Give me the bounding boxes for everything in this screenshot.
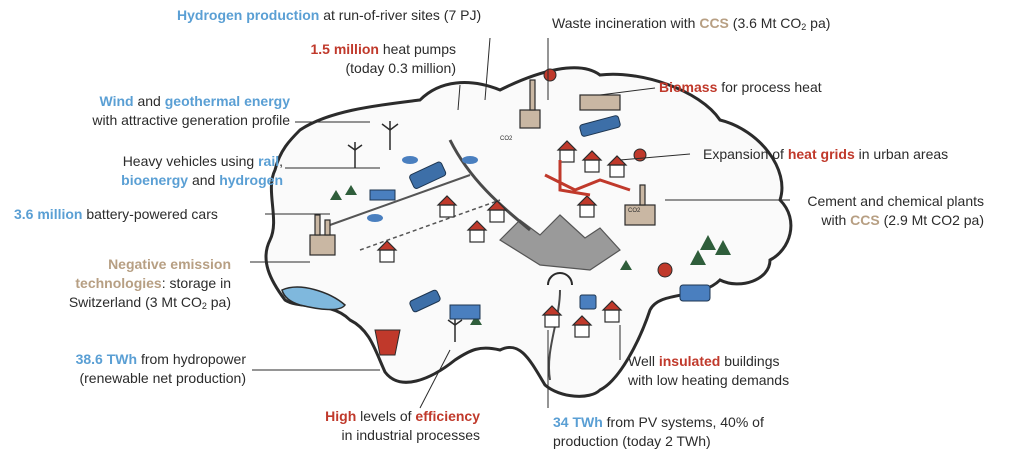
callout-waste-incineration: Waste incineration with CCS (3.6 Mt CO2 … [552,15,831,32]
train-icon [409,161,447,189]
callout-cement-chemical: Cement and chemical plants with CCS (2.9… [807,193,984,228]
callout-hydropower: 38.6 TWh from hydropower (renewable net … [75,351,246,386]
callout-battery-cars: 3.6 million battery-powered cars [14,206,218,222]
leader-lines [250,37,790,409]
tunnel-icon [547,272,573,286]
solar-panel-icon [369,189,396,201]
callout-heat-grids: Expansion of heat grids in urban areas [703,146,949,162]
callout-biomass: Biomass for process heat [659,79,822,95]
house-cluster [376,140,628,338]
lake-illustration [281,286,347,311]
car-icon [462,156,478,164]
solar-panel-icon [449,304,481,320]
callout-insulated-buildings: Well insulated buildings with low heatin… [628,353,790,388]
car-icon [367,214,383,222]
wind-turbine-icon [347,121,463,342]
factory-illustration [309,79,656,256]
callout-efficiency: High levels of efficiency in industrial … [325,408,480,443]
callout-heavy-vehicles: Heavy vehicles using rail, bioenergy and… [121,153,283,188]
callout-wind-geothermal: Wind and geothermal energy with attracti… [92,93,290,128]
heat-grid-network [544,160,631,197]
co2-label: CO2 [500,136,513,142]
highlight: Hydrogen production [177,7,320,23]
callout-heat-pumps: 1.5 million heat pumps (today 0.3 millio… [310,41,456,76]
road [329,174,471,226]
callout-hydrogen-production: Hydrogen production at run-of-river site… [177,7,482,23]
tree-icon [330,185,731,325]
bus-icon [579,294,597,310]
train-icon [409,289,441,313]
bus-icon [679,284,711,302]
callout-negative-emission: Negative emission technologies: storage … [68,256,231,311]
storage-icon [657,262,673,278]
train-icon [579,115,621,137]
hydro-dam-icon [374,329,401,356]
callout-pv-systems: 34 TWh from PV systems, 40% of productio… [553,414,764,449]
co2-label: CO2 [628,208,641,214]
railway-line [448,139,531,232]
car-icon [402,156,418,164]
